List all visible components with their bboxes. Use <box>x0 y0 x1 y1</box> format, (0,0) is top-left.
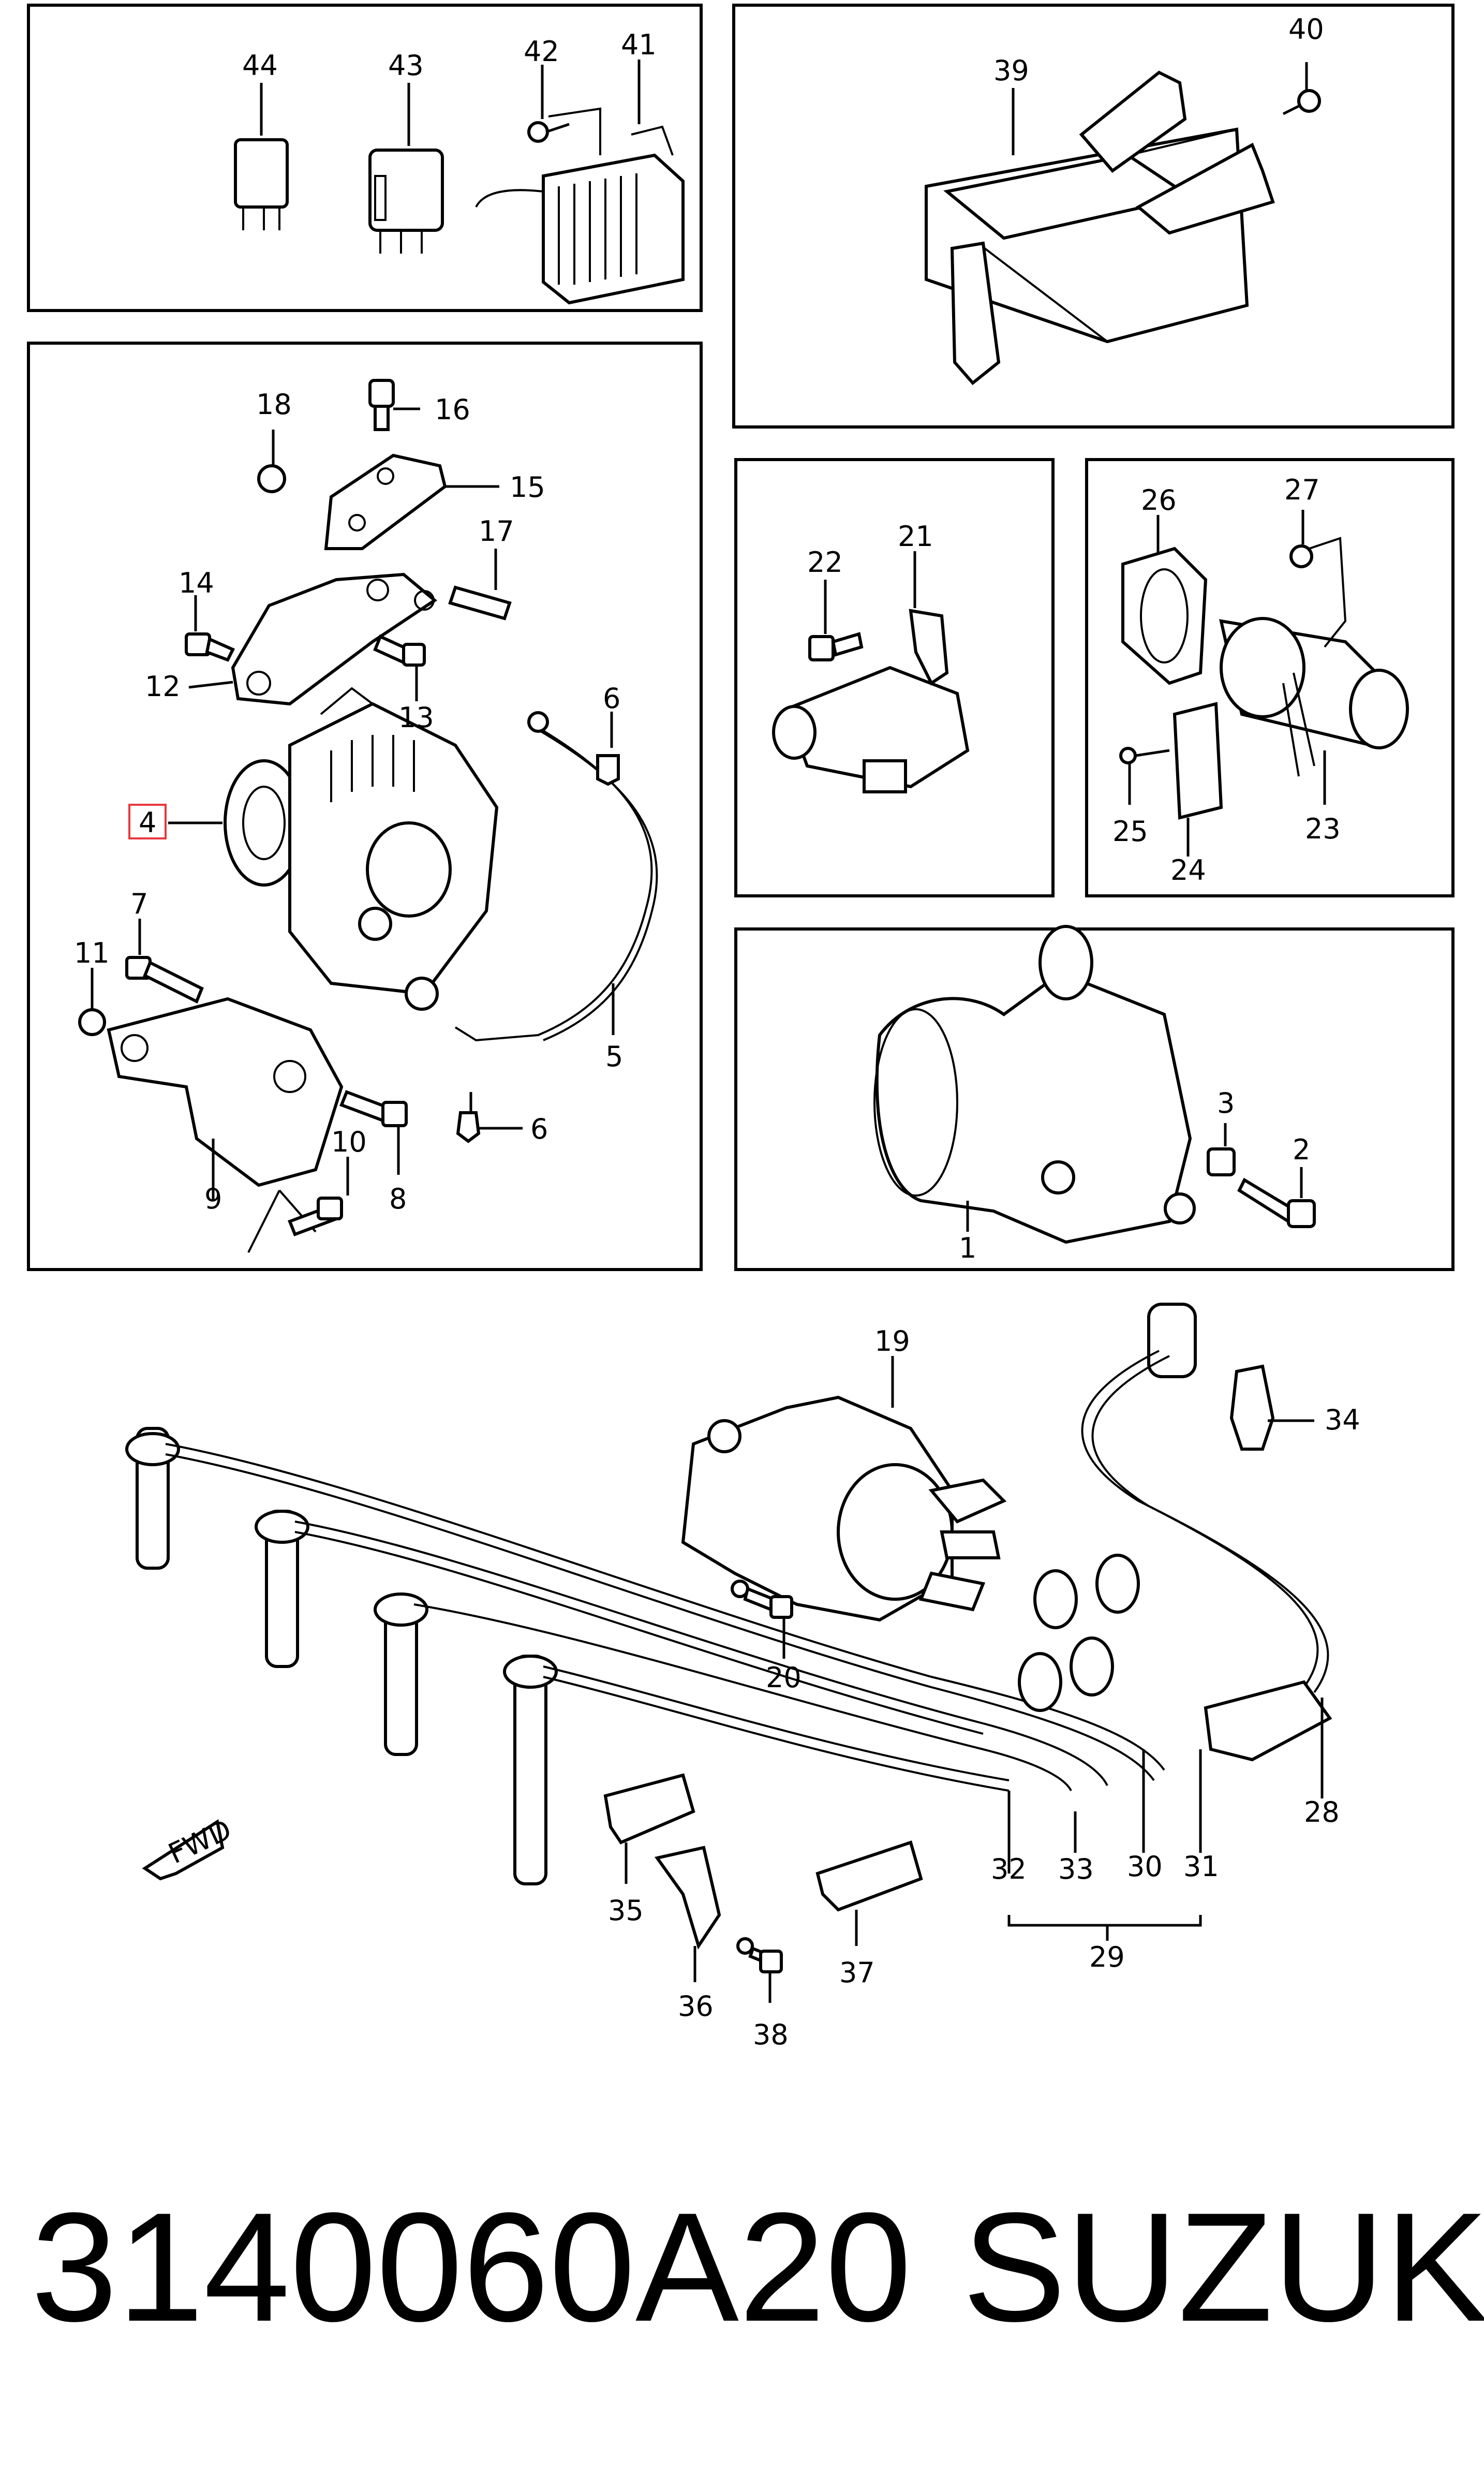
bolt-10 <box>288 1157 349 1236</box>
nut-18 <box>257 430 286 493</box>
callout-29: 29 <box>1089 1941 1125 1973</box>
callout-6a: 6 <box>603 682 620 715</box>
ignition-coil-21 <box>772 551 970 793</box>
callout-20: 20 <box>766 1661 802 1694</box>
callout-7: 7 <box>130 888 148 920</box>
panel-ecu <box>732 4 1455 429</box>
callout-43: 43 <box>388 49 424 82</box>
callout-35: 35 <box>608 1894 644 1927</box>
parts-diagram: FWD 44 43 42 41 39 40 18 16 15 17 14 12 … <box>27 4 1455 2051</box>
bolt-7 <box>125 919 204 1004</box>
callout-32: 32 <box>991 1853 1027 1885</box>
bolt-22 <box>808 580 864 661</box>
screw-6b <box>456 1092 523 1143</box>
callout-10: 10 <box>331 1126 367 1158</box>
callout-25: 25 <box>1112 815 1148 848</box>
ecu-39 <box>925 70 1275 386</box>
panel-starter <box>734 927 1455 1271</box>
callout-15: 15 <box>510 471 545 504</box>
callout-12: 12 <box>145 670 181 703</box>
callout-39: 39 <box>993 54 1029 87</box>
callout-6b: 6 <box>530 1113 548 1145</box>
panel-condenser <box>1085 458 1455 897</box>
callout-44: 44 <box>242 49 278 82</box>
callout-37: 37 <box>839 1956 875 1989</box>
callout-2: 2 <box>1293 1133 1310 1166</box>
callout-16: 16 <box>435 393 470 426</box>
callout-17: 17 <box>479 515 514 548</box>
callout-18: 18 <box>256 388 292 421</box>
bracket-9 <box>107 997 344 1253</box>
callout-22: 22 <box>807 546 843 579</box>
callout-42: 42 <box>524 35 559 68</box>
clamp-35 <box>603 1773 695 1884</box>
callout-11: 11 <box>74 937 110 969</box>
regulator-41 <box>475 60 685 305</box>
bolt-16 <box>368 379 420 431</box>
screw-25 <box>1119 747 1170 805</box>
callout-31: 31 <box>1183 1850 1219 1883</box>
callout-5: 5 <box>605 1040 623 1073</box>
bolt-13 <box>373 634 426 701</box>
brand-name: SUZUKI <box>962 2180 1484 2354</box>
screw-6a <box>527 711 620 786</box>
callout-33: 33 <box>1058 1853 1094 1885</box>
dist-boots <box>1018 1554 1140 1712</box>
starter-1 <box>873 925 1196 1244</box>
bolt-8 <box>339 1090 408 1175</box>
plug-wire-boots <box>125 1427 558 1885</box>
clip-34 <box>1229 1364 1314 1451</box>
callout-23: 23 <box>1305 813 1341 845</box>
callout-34: 34 <box>1325 1404 1360 1436</box>
part-number: 3140060A20 <box>31 2180 912 2354</box>
screw-42 <box>527 65 601 155</box>
bracket-36 <box>654 1846 721 1982</box>
panel-alternator <box>27 342 703 1271</box>
callout-21: 21 <box>898 520 933 553</box>
alternator-4 <box>128 687 499 1011</box>
callout-13: 13 <box>398 701 434 734</box>
coil-wire-28 <box>1081 1303 1332 1798</box>
callout-8: 8 <box>389 1183 407 1215</box>
callout-14: 14 <box>179 567 214 599</box>
callout-38: 38 <box>753 2018 789 2051</box>
panel-relays <box>27 4 703 312</box>
callout-30: 30 <box>1127 1850 1163 1883</box>
bracket-24 <box>1173 702 1223 857</box>
bolt-38 <box>736 1937 783 2003</box>
bolt-2 <box>1237 1167 1316 1228</box>
stud-17 <box>448 549 512 621</box>
callout-4-highlight <box>128 804 167 839</box>
ignition-wires <box>165 1443 1165 1792</box>
callout-27: 27 <box>1284 474 1320 506</box>
screw-27 <box>1289 510 1347 648</box>
callout-1: 1 <box>959 1232 976 1264</box>
callout-9: 9 <box>204 1183 222 1215</box>
nut-11 <box>78 968 106 1036</box>
bracket-12 <box>188 572 438 706</box>
callout-41: 41 <box>621 28 657 61</box>
relay-43 <box>368 83 444 254</box>
relay-44 <box>234 83 289 230</box>
callout-3: 3 <box>1217 1087 1235 1119</box>
condenser-23 <box>1219 617 1409 805</box>
bolt-20 <box>731 1580 793 1659</box>
callout-24: 24 <box>1170 854 1206 887</box>
distributor-19 <box>681 1356 1007 1622</box>
callout-36: 36 <box>678 1990 714 2023</box>
bolt-14 <box>185 595 235 662</box>
screw-40 <box>1282 62 1321 115</box>
callout-28: 28 <box>1304 1796 1340 1828</box>
callout-40: 40 <box>1288 13 1324 46</box>
bracket-15 <box>324 453 499 550</box>
callout-19: 19 <box>874 1325 910 1358</box>
wire-set-29-bracket <box>1007 1749 1202 1941</box>
clamp-26 <box>1121 515 1208 685</box>
panel-ignition-coil <box>734 458 1055 897</box>
callout-4: 4 <box>139 806 156 839</box>
clamp-37 <box>815 1840 923 1946</box>
sleeve-3 <box>1207 1123 1236 1176</box>
callout-26: 26 <box>1141 484 1177 517</box>
